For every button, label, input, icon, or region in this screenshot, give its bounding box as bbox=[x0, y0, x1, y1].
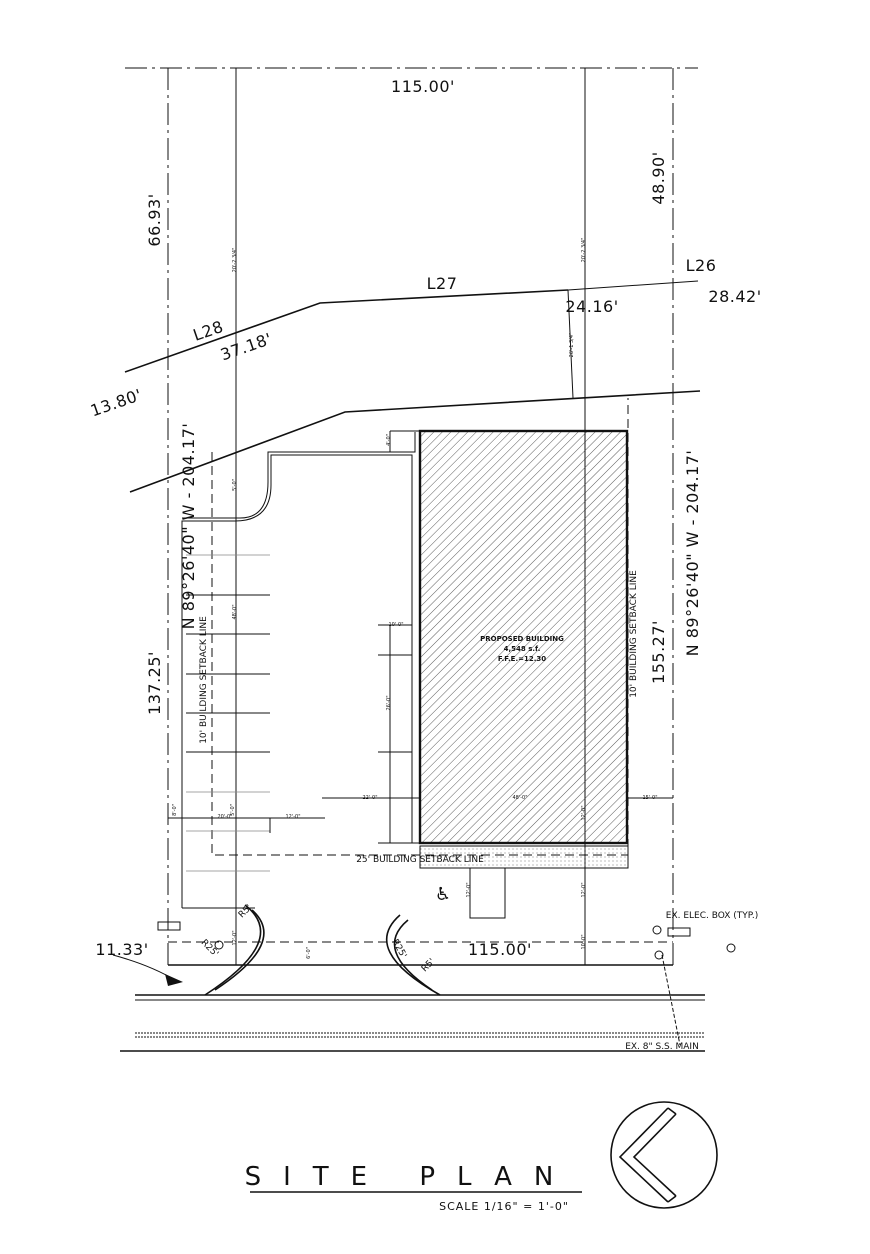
building-area: 4,548 s.f. bbox=[504, 645, 541, 653]
label-l28: L28 bbox=[191, 317, 226, 345]
dim-edge: 5'-0" bbox=[230, 804, 236, 816]
dim-offset: 10'-0" bbox=[388, 622, 403, 628]
right-drive-curve bbox=[385, 914, 441, 996]
sewer-main-label: EX. 8" S.S. MAIN bbox=[625, 1042, 699, 1052]
label-l26: L26 bbox=[686, 256, 717, 275]
right-drive-curve-inner bbox=[393, 919, 433, 991]
bearing-left: N 89°26'40" W - 204.17' bbox=[179, 423, 198, 630]
dim-l27: 24.16' bbox=[565, 297, 618, 316]
building-ffe: F.F.E.=12.30 bbox=[498, 655, 546, 663]
boundary-l26 bbox=[567, 280, 699, 291]
dim-top-right: 20'-2 3/4" bbox=[581, 238, 587, 263]
dim-aisle: 26'-0" bbox=[386, 695, 392, 710]
dim-24-16 bbox=[567, 289, 574, 399]
north-arrow-icon bbox=[610, 1101, 718, 1209]
valve-icon bbox=[652, 925, 662, 935]
dim-left-small: 5'-0" bbox=[232, 479, 238, 491]
dim-corner: 11.33' bbox=[95, 940, 148, 959]
dim-front-walk2: 12'-0" bbox=[581, 882, 587, 897]
road-edge-line bbox=[129, 390, 701, 493]
dim-front-small: 10'-0" bbox=[581, 934, 587, 949]
elec-box-right bbox=[667, 927, 691, 937]
dim-drive: 22'-0" bbox=[362, 795, 377, 801]
left-drive-curve bbox=[204, 904, 262, 996]
accessible-icon: ♿ bbox=[435, 884, 451, 905]
dim-right-upper: 48.90' bbox=[649, 151, 668, 204]
dim-right-lower: 155.27' bbox=[649, 620, 668, 684]
bearing-right: N 89°26'40" W - 204.17' bbox=[683, 450, 702, 657]
dim-right-side: 15'-0" bbox=[642, 795, 657, 801]
elec-box-left bbox=[157, 921, 181, 931]
valve-icon bbox=[654, 950, 664, 960]
entrance-arrow-head bbox=[165, 974, 183, 986]
label-l27: L27 bbox=[427, 274, 458, 293]
dim-bldg-width: 48'-0" bbox=[512, 795, 527, 801]
dim-left-end: 13.80' bbox=[88, 385, 144, 420]
elec-box-label: EX. ELEC. BOX (TYP.) bbox=[666, 911, 758, 921]
radius-r5-right: R5' bbox=[420, 957, 437, 974]
dim-left-small3: 8'-0" bbox=[172, 804, 178, 816]
parking-stalls bbox=[168, 554, 673, 872]
parking-lot-inner bbox=[182, 432, 416, 519]
radius-r5-left: R5' bbox=[237, 903, 254, 920]
dim-mid-right: 26'-1 3/4" bbox=[569, 333, 575, 358]
page-title: SITE PLAN bbox=[245, 1162, 576, 1192]
dim-l28: 37.18' bbox=[218, 329, 274, 364]
valve-icon bbox=[214, 940, 224, 950]
dim-top-left: 20'-2 3/4" bbox=[232, 248, 238, 273]
sewer-leader bbox=[661, 954, 681, 1046]
dim-front-small2: 6'-0" bbox=[306, 947, 312, 959]
parking-lot-outline bbox=[181, 454, 420, 908]
front-walk-edge bbox=[469, 868, 506, 919]
dim-rear: 12'-0" bbox=[581, 805, 587, 820]
dim-top: 115.00' bbox=[391, 77, 455, 96]
dim-left-small2: 12'-0" bbox=[232, 930, 238, 945]
dim-left-upper: 66.93' bbox=[145, 193, 164, 246]
front-walkway bbox=[419, 845, 629, 869]
boundary-l27-l28 bbox=[124, 289, 569, 373]
dim-left-lower: 137.25' bbox=[145, 651, 164, 715]
dim-front-walk: 12'-0" bbox=[466, 882, 472, 897]
dim-bottom: 115.00' bbox=[468, 940, 532, 959]
proposed-building bbox=[418, 429, 629, 845]
valve-icon bbox=[726, 943, 736, 953]
dim-top-small: 4'-0" bbox=[386, 434, 392, 446]
setback-left: 10' BUILDING SETBACK LINE bbox=[199, 616, 209, 744]
dim-stall: 20'-0" bbox=[217, 814, 232, 820]
dim-stall2: 12'-0" bbox=[285, 814, 300, 820]
dim-parking-depth: 48'-0" bbox=[232, 604, 238, 619]
left-drive-curve-inner bbox=[214, 909, 265, 991]
dim-l26: 28.42' bbox=[708, 287, 761, 306]
setback-right: 10' BUILDING SETBACK LINE bbox=[629, 570, 639, 698]
building-name: PROPOSED BUILDING bbox=[480, 635, 564, 643]
setback-front: 25' BUILDING SETBACK LINE bbox=[356, 855, 484, 865]
scale-label: SCALE 1/16" = 1'-0" bbox=[439, 1200, 569, 1213]
